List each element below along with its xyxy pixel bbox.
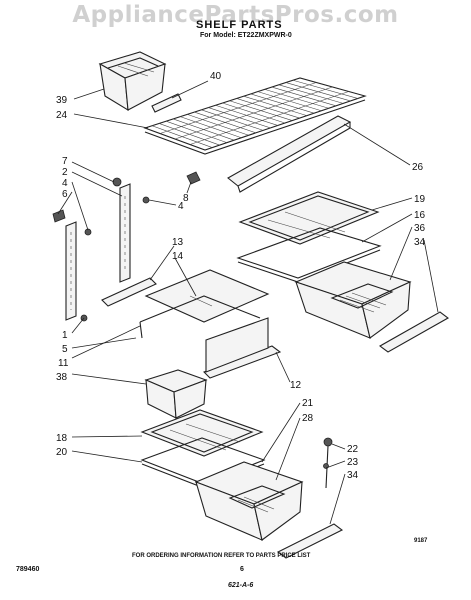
part-36-crisper xyxy=(294,261,412,339)
callout-4-screw: 4 xyxy=(178,201,184,212)
figure-code: 9187 xyxy=(414,538,428,544)
part-40-bracket xyxy=(151,93,182,113)
page-number: 6 xyxy=(240,566,244,573)
callout-19: 19 xyxy=(414,194,426,205)
callout-34: 34 xyxy=(414,237,426,248)
callout-28: 28 xyxy=(302,413,314,424)
part-13-support xyxy=(101,277,157,307)
part-18-glass-shelf xyxy=(140,409,264,457)
callout-5: 5 xyxy=(62,344,68,355)
callout-39: 39 xyxy=(56,95,68,106)
part-28-crisper xyxy=(194,461,304,541)
callout-40: 40 xyxy=(210,71,222,82)
callout-6: 6 xyxy=(62,189,68,200)
callout-23: 23 xyxy=(347,457,359,468)
leader-lines xyxy=(57,80,439,525)
part-24-wire-shelf xyxy=(143,77,367,155)
callout-8: 8 xyxy=(183,193,189,204)
callout-20: 20 xyxy=(56,447,68,458)
callout-22: 22 xyxy=(347,444,359,455)
callout-12: 12 xyxy=(290,380,302,391)
part-34-trim-right xyxy=(378,311,450,353)
callout-24: 24 xyxy=(56,110,68,121)
callout-26: 26 xyxy=(412,162,424,173)
callout-labels: 39 24 40 26 7 2 4 6 8 4 19 16 36 34 13 1… xyxy=(56,71,426,481)
part-39-bin xyxy=(98,51,167,112)
part-19-glass-shelf xyxy=(238,191,380,245)
model-number: For Model: ET22ZMXPWR-0 xyxy=(200,32,292,39)
part-6-left-support xyxy=(52,209,88,322)
part-26-trim xyxy=(227,115,352,193)
callout-13: 13 xyxy=(172,237,184,248)
part-8-clip xyxy=(186,171,201,185)
part-14-cover-glass xyxy=(139,269,270,339)
part-2-shelf-support xyxy=(112,177,131,283)
callout-1: 1 xyxy=(62,330,68,341)
part-12-cover-trim xyxy=(203,317,282,379)
callout-21: 21 xyxy=(302,398,314,409)
document-number: 789460 xyxy=(16,566,40,573)
shelf-crosswire xyxy=(189,91,349,145)
callout-38: 38 xyxy=(56,372,68,383)
callout-16: 16 xyxy=(414,210,426,221)
callout-11: 11 xyxy=(58,358,69,369)
callout-14: 14 xyxy=(172,251,184,262)
diagram-title: SHELF PARTS xyxy=(196,19,283,31)
shelf-crosswire xyxy=(159,82,317,134)
callout-2: 2 xyxy=(62,167,68,178)
callout-36: 36 xyxy=(414,223,426,234)
part-34-trim-lower xyxy=(276,523,344,559)
part-22-control xyxy=(323,437,333,489)
shelf-crosswire xyxy=(174,86,333,140)
callout-7: 7 xyxy=(62,156,68,167)
watermark: AppliancePartsPros.com xyxy=(72,2,399,28)
callout-18: 18 xyxy=(56,433,68,444)
part-4-screw xyxy=(84,196,150,236)
part-38-bin xyxy=(144,369,208,419)
ordering-note: FOR ORDERING INFORMATION REFER TO PARTS … xyxy=(132,553,311,559)
callout-4: 4 xyxy=(62,178,68,189)
sheet-number: 621-A-6 xyxy=(228,582,254,589)
callout-34-lower: 34 xyxy=(347,470,359,481)
